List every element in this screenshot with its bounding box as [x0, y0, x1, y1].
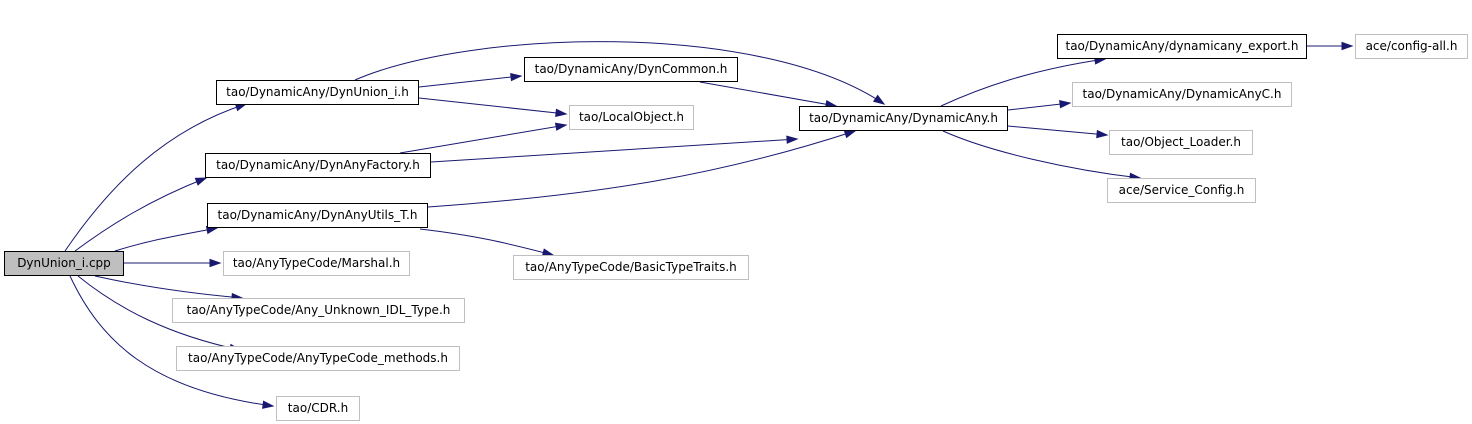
node-config-all-h: ace/config-all.h — [1355, 34, 1468, 59]
edge-root-to-anyunknown — [94, 275, 243, 299]
node-basictypetraits-h: tao/AnyTypeCode/BasicTypeTraits.h — [513, 255, 749, 280]
edge-dynunion_h-to-dyncommon — [418, 75, 522, 88]
arrowhead-dynamicany-to-dynamicanyc — [1059, 99, 1072, 109]
node-dyncommon-h[interactable]: tao/DynamicAny/DynCommon.h — [524, 57, 738, 82]
arrowhead-dynanyfactory-to-dynamicany — [786, 135, 799, 144]
edge-dyncommon-to-dynamicany — [699, 81, 837, 107]
arrowhead-dynunion_h-to-dynamicany — [872, 94, 886, 105]
edge-dynamicany-to-serviceconfig — [942, 130, 1141, 179]
edge-dynunion_h-to-dynamicany — [354, 41, 885, 105]
arrowhead-dynamicany-to-objectloader — [1096, 129, 1109, 139]
arrowhead-export-to-configall — [1341, 41, 1354, 51]
node-dynanyfactory-h[interactable]: tao/DynamicAny/DynAnyFactory.h — [205, 153, 431, 178]
arrowhead-dynanyfactory-to-localobject — [554, 122, 568, 131]
node-root[interactable]: DynUnion_i.cpp — [4, 251, 124, 276]
node-anytypecode-methods-h: tao/AnyTypeCode/AnyTypeCode_methods.h — [176, 346, 460, 371]
arrowhead-dynanyutils-to-dynamicany — [843, 130, 857, 139]
node-localobject-h: tao/LocalObject.h — [569, 105, 694, 130]
node-dynamicanyc-h: tao/DynamicAny/DynamicAnyC.h — [1072, 82, 1292, 107]
node-any-unknown-idl-type-h: tao/AnyTypeCode/Any_Unknown_IDL_Type.h — [172, 298, 465, 323]
edge-dynanyutils-to-basictypetraits — [419, 228, 554, 256]
edge-root-to-anytypecodemethods — [77, 275, 241, 351]
arrowhead-root-to-marshal — [209, 258, 222, 268]
arrowhead-dynunion_h-to-localobject — [555, 108, 568, 118]
edge-root-to-cdr — [69, 275, 274, 407]
edge-dynamicany-to-objectloader — [1007, 125, 1108, 136]
node-dynamicany-h[interactable]: tao/DynamicAny/DynamicAny.h — [799, 106, 1008, 131]
node-dynamicany-export-h[interactable]: tao/DynamicAny/dynamicany_export.h — [1057, 34, 1307, 59]
node-dynunion-i-h[interactable]: tao/DynamicAny/DynUnion_i.h — [216, 80, 419, 105]
edge-dynanyfactory-to-dynamicany — [430, 138, 798, 163]
arrowhead-root-to-cdr — [262, 400, 275, 409]
edge-dynanyutils-to-dynamicany — [427, 130, 856, 208]
node-service-config-h: ace/Service_Config.h — [1107, 178, 1256, 203]
edge-root-to-dynanyutils — [114, 227, 218, 252]
arrowhead-dynunion_h-to-dyncommon — [510, 72, 523, 82]
node-dynanyutils-t-h[interactable]: tao/DynamicAny/DynAnyUtils_T.h — [207, 203, 428, 228]
edge-root-to-dynunion_h — [64, 103, 247, 252]
edge-dynunion_h-to-localobject — [418, 97, 567, 115]
node-object-loader-h: tao/Object_Loader.h — [1109, 130, 1253, 155]
node-marshal-h: tao/AnyTypeCode/Marshal.h — [223, 251, 410, 276]
edge-dynamicany-to-export — [940, 58, 1106, 107]
edge-root-to-dynanyfactory — [74, 177, 207, 252]
edge-dynanyfactory-to-localobject — [399, 124, 567, 154]
node-cdr-h: tao/CDR.h — [276, 396, 360, 421]
arrowhead-root-to-dynanyfactory — [194, 177, 208, 186]
